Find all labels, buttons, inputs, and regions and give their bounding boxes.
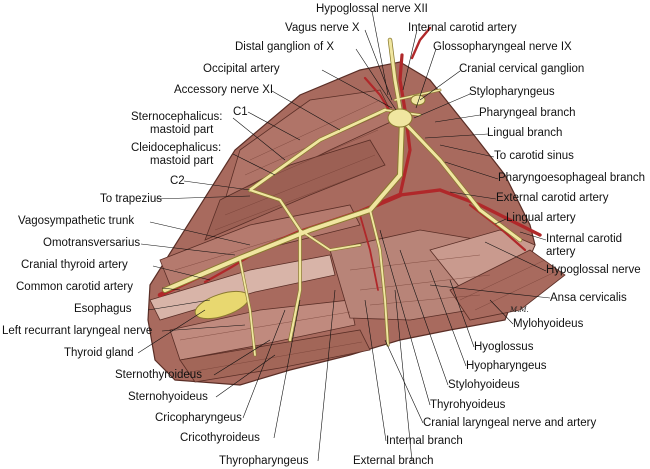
label-vagus-nerve: Vagus nerve X [285,22,360,34]
label-occipital-artery: Occipital artery [203,63,280,75]
label-thyropharyngeus: Thyropharyngeus [219,455,309,467]
cranial-cervical-ganglion [410,94,426,106]
label-common-carotid-artery: Common carotid artery [16,281,133,293]
label-cleidocephalicus: Cleidocephalicus: [131,142,222,154]
vagosympathetic-trunk [163,118,404,292]
label-esophagus: Esophagus [74,303,132,315]
label-accessory-nerve: Accessory nerve XI [174,84,274,96]
label-c1: C1 [233,106,248,118]
label-pharyngeal-branch: Pharyngeal branch [479,107,576,119]
label-hypoglossal-nerve: Hypoglossal nerve [546,264,641,276]
accessory-nerve [248,108,387,192]
label-internal-branch: Internal branch [386,435,463,447]
esophagus [149,254,336,321]
internal-carotid-upper [410,26,432,60]
label-cranial-cervical-ganglion: Cranial cervical ganglion [459,63,585,75]
label-external-branch: External branch [353,455,434,467]
label-ansa-cervicalis: Ansa cervicalis [550,292,627,304]
cleidocephalicus-muscle [204,139,386,241]
label-vagosympathetic-trunk: Vagosympathetic trunk [18,215,135,227]
label-thyroid-gland: Thyroid gland [64,347,134,359]
label-c2: C2 [170,175,185,187]
hypoglossal-nerve [400,118,522,242]
label-internal-carotid-artery-top: Internal carotid artery [408,22,517,34]
label-distal-ganglion: Distal ganglion of X [235,41,335,53]
label-mylohyoideus: Mylohyoideus [513,318,584,330]
cranial-laryngeal-nerve [369,209,389,346]
label-sternocephalicus-part: mastoid part [150,124,214,136]
vagus-nerve [388,38,404,122]
label-lingual-artery: Lingual artery [506,212,576,224]
label-stylopharyngeus: Stylopharyngeus [469,86,555,98]
mylohyoideus-muscle [449,249,566,321]
label-pharyngoesophageal-branch: Pharyngoesophageal branch [498,172,646,184]
label-external-carotid-artery: External carotid artery [496,192,609,204]
label-internal-carotid-right-2: artery [546,246,576,258]
label-to-trapezius: To trapezius [100,193,163,205]
label-sternohyoideus: Sternohyoideus [128,391,208,403]
external-carotid-artery [398,188,542,237]
label-thyrohyoideus: Thyrohyoideus [430,399,506,411]
label-hyopharyngeus: Hyopharyngeus [466,360,547,372]
label-cranial-thyroid-artery: Cranial thyroid artery [21,259,128,271]
cranial-laryngeal-artery [359,214,379,291]
distal-ganglion [387,108,413,128]
label-omotransversarius: Omotransversarius [43,237,141,249]
artist-signature: M.M. [510,306,529,314]
label-cricothyroideus: Cricothyroideus [180,432,260,444]
ansa-cervicalis-nerve [299,229,361,251]
label-left-recurrent-laryngeal-nerve: Left recurrant laryngeal nerve [2,325,153,337]
label-glossopharyngeal-nerve: Glossopharyngeal nerve IX [433,41,572,53]
label-cleidocephalicus-part: mastoid part [150,155,214,167]
label-lingual-branch: Lingual branch [487,127,563,139]
label-sternocephalicus: Sternocephalicus: [131,111,223,123]
recurrent-laryngeal-nerve [239,259,256,356]
label-cranial-laryngeal-nerve-artery: Cranial laryngeal nerve and artery [423,417,597,429]
label-to-carotid-sinus: To carotid sinus [494,150,574,162]
sternohyoideus-muscle [179,329,371,383]
label-internal-carotid-right: Internal carotid [546,233,623,245]
label-hyoglossus: Hyoglossus [474,341,534,353]
label-stylohyoideus: Stylohyoideus [448,379,520,391]
leader-lines [137,10,551,462]
label-sternothyroideus: Sternothyroideus [115,369,202,381]
nerves [163,38,522,356]
label-hypoglossal-nerve-xii: Hypoglossal nerve XII [316,3,428,15]
label-cricopharyngeus: Cricopharyngeus [155,412,242,424]
